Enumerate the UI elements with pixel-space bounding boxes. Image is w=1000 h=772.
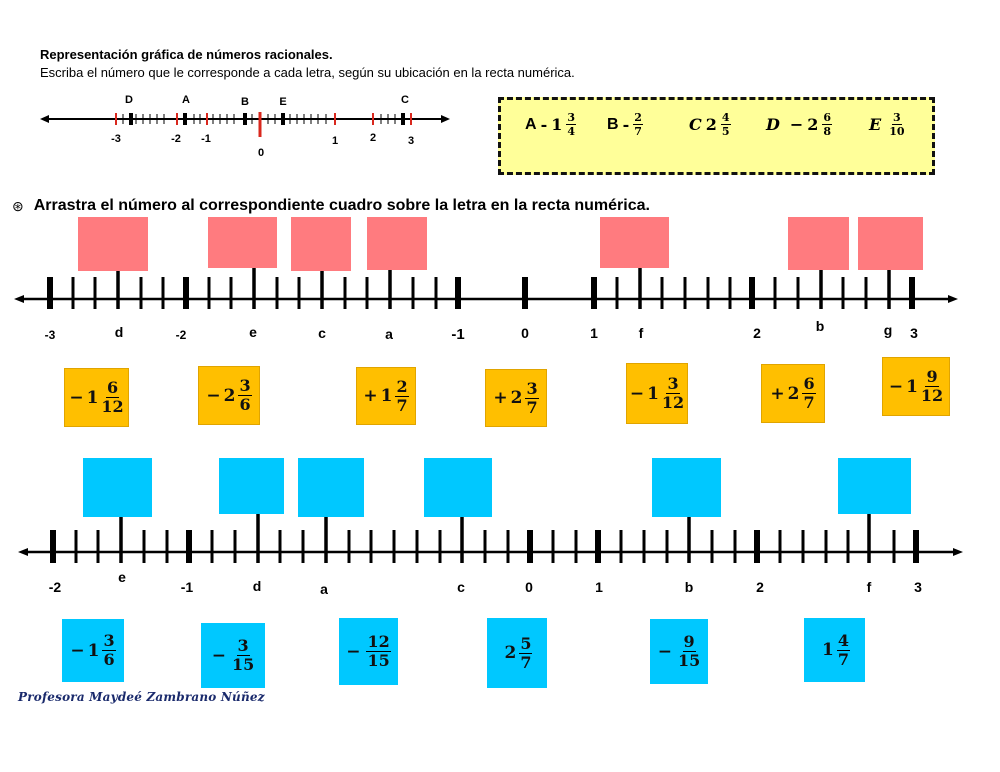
page-title: Representación gráfica de números racion… [40,47,333,62]
ref-number: -1 [201,133,211,145]
author-signature: Profesora Maydeé Zambrano Núñez [18,690,265,704]
ref-number: 0 [257,147,265,159]
drop-box-b[interactable] [652,458,721,517]
line2-number: 3 [914,579,922,595]
line2-number: 2 [756,579,764,595]
drop-box-d[interactable] [219,458,284,514]
drop-box-e[interactable] [83,458,152,517]
line1-number: 2 [753,325,761,341]
ref-number: -3 [111,133,121,145]
line1-number: -2 [175,328,187,342]
ref-letter-a: A [182,94,190,106]
drop-box-g[interactable] [858,217,923,270]
drop-box-c[interactable] [291,217,351,271]
line2-letter-c: c [457,579,465,595]
answer-letter: E [869,115,882,134]
line1-letter-g: g [883,322,893,338]
answer-sign: - [622,115,630,134]
line1-number: -3 [44,328,56,342]
flower-bullet-icon: ⊛ [12,197,24,214]
line2-letter-a: a [320,581,328,597]
page-subtitle: Escriba el número que le corresponde a c… [40,65,575,80]
answer-whole: 1 [551,115,563,134]
ref-number: -2 [171,133,181,145]
line1-number: 0 [521,325,529,341]
drop-box-b[interactable] [788,217,849,270]
ref-letter-c: C [401,94,409,106]
answer-letter: B [607,115,619,133]
answer-sign: - [540,115,548,134]
instruction-text: Arrastra el número al correspondiente cu… [33,197,650,214]
ref-letter-e: E [279,96,287,108]
drop-box-f[interactable] [838,458,911,514]
drop-box-a[interactable] [367,217,427,270]
line2-letter-f: f [866,579,872,595]
drop-box-f[interactable] [600,217,669,268]
line2-letter-d: d [252,578,262,594]
answer-whole: 2 [705,115,717,134]
line1-letter-f: f [638,325,644,341]
answer-letter: C [689,115,702,134]
ref-number: 1 [331,135,339,147]
drop-box-c[interactable] [424,458,492,517]
answer-sign: − [789,115,804,134]
line2-letter-e: e [118,569,126,585]
line2-letter-b: b [684,579,694,595]
line1-number: 3 [910,325,918,341]
answer-whole: 2 [807,115,819,134]
line1-letter-d: d [114,324,124,340]
line1-number: 1 [590,325,598,341]
answer-letter: A [525,115,537,133]
line1-letter-e: e [249,324,257,340]
line1-letter-c: c [318,325,326,341]
line1-number: -1 [451,326,465,343]
answer-letter: D [766,115,780,134]
drop-box-e[interactable] [208,217,277,268]
drop-box-d[interactable] [78,217,148,271]
ref-letter-d: D [125,94,133,106]
line2-number: 0 [525,579,533,595]
ref-number: 2 [369,132,377,144]
ref-number: 3 [407,135,415,147]
ref-letter-b: B [241,96,249,108]
line2-number: -2 [48,579,62,595]
line1-letter-a: a [385,326,393,342]
line1-letter-b: b [815,318,825,334]
instruction: ⊛ Arrastra el número al correspondiente … [12,197,650,215]
line2-number: -1 [180,579,194,595]
line2-number: 1 [595,579,603,595]
drop-box-a[interactable] [298,458,364,517]
